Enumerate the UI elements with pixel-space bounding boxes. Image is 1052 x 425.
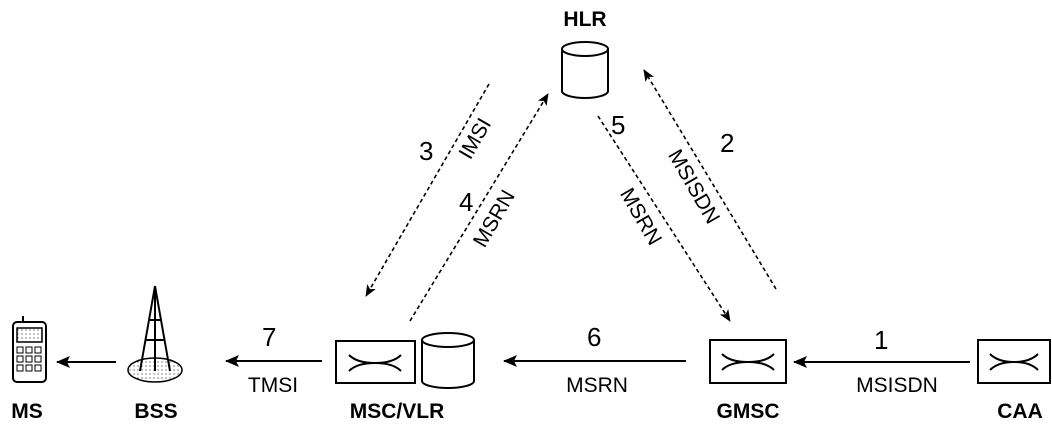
arrow-gmsc-to-hlr (643, 69, 777, 290)
switch-icon (335, 340, 416, 384)
gmsc-node: GMSC (709, 339, 787, 423)
message-label-4: MSRN (469, 186, 520, 251)
bss-node: BSS (127, 285, 183, 423)
ms-node: MS (11, 316, 47, 423)
caa-label: CAA (997, 400, 1043, 423)
hlr-node: HLR (561, 8, 609, 99)
step-number-4: 4 (459, 187, 473, 217)
step-number-1: 1 (874, 325, 888, 355)
hlr-database-icon (561, 41, 609, 99)
step-number-7: 7 (262, 322, 276, 352)
bss-label: BSS (134, 400, 177, 423)
arrow-hlr-to-msc (365, 83, 490, 297)
message-label-7: TMSI (248, 374, 298, 397)
step-number-2: 2 (720, 128, 734, 158)
msc-vlr-label: MSC/VLR (350, 400, 445, 423)
mobile-phone-icon (12, 316, 47, 383)
antenna-tower-icon (127, 285, 183, 383)
message-label-1: MSISDN (856, 374, 938, 397)
ms-label: MS (11, 400, 43, 423)
switch-icon (977, 339, 1051, 384)
step-number-5: 5 (611, 110, 625, 140)
msc-vlr-node: MSC/VLR (335, 332, 475, 423)
message-label-6: MSRN (566, 374, 628, 397)
caa-node: CAA (977, 339, 1051, 423)
hlr-label: HLR (563, 8, 606, 31)
message-label-3: IMSI (455, 114, 497, 163)
message-label-5: MSRN (615, 184, 666, 249)
gmsc-label: GMSC (717, 400, 780, 423)
arrow-hlr-to-gmsc (597, 115, 731, 322)
arrow-msc-to-hlr (409, 93, 549, 322)
vlr-database-icon (421, 332, 475, 389)
switch-icon (709, 339, 787, 384)
step-number-3: 3 (419, 136, 433, 166)
step-number-6: 6 (587, 322, 601, 352)
